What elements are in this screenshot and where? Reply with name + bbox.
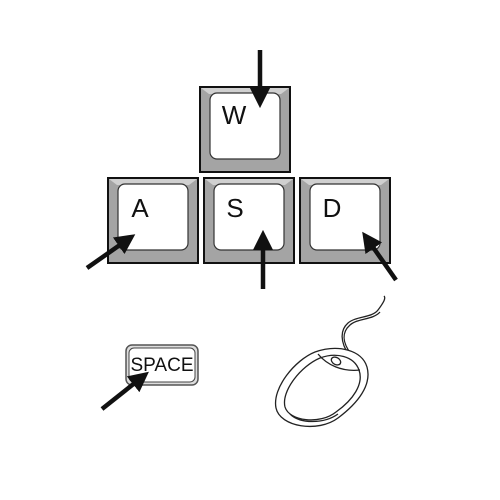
s-key-label: S [226, 193, 243, 223]
mouse-top-shell [283, 354, 361, 421]
mouse-button-seam [317, 353, 361, 371]
s-key-face [213, 183, 285, 251]
mouse-cable [341, 295, 386, 356]
d-key-label: D [323, 193, 342, 223]
arrow-to-space-icon [100, 371, 149, 411]
mouse-base-line [289, 413, 339, 423]
mouse-wheel [330, 356, 342, 366]
mouse-cable-inner [343, 311, 381, 355]
arrow-to-a-icon [85, 234, 136, 270]
mouse-body [274, 347, 369, 428]
w-key-face [209, 92, 281, 160]
w-key: W [199, 86, 291, 173]
a-key-face [117, 183, 189, 251]
a-key: A [107, 177, 199, 264]
mouse-icon [274, 295, 386, 428]
arrow-to-d-icon [362, 231, 398, 282]
a-key-label: A [131, 193, 149, 223]
space-key-label: SPACE [130, 355, 193, 376]
s-key: S [203, 177, 295, 264]
w-key-label: W [222, 100, 247, 130]
